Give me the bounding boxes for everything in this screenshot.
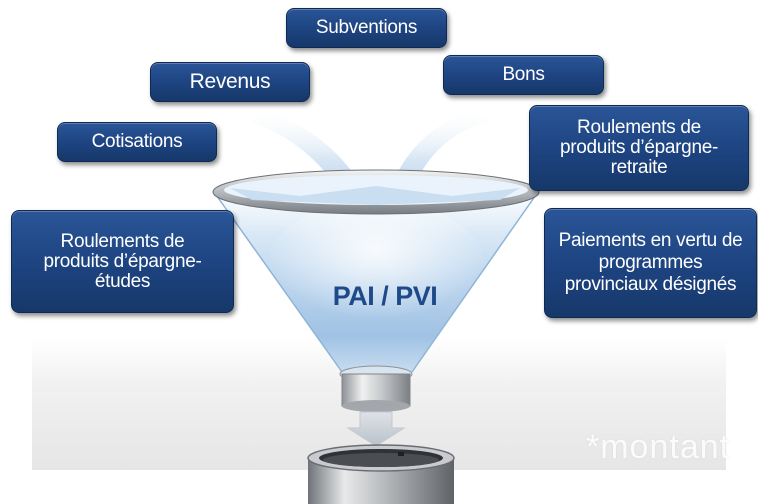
funnel-center-label: PAI / PVI [332,281,438,311]
label-text: Revenus [189,70,271,93]
down-arrow-icon [346,411,406,447]
label-box-roulements-etudes: Roulements de produits d’épargne- études [11,210,234,313]
label-text: Roulements de produits d’épargne- retrai… [559,117,719,178]
label-box-cotisations: Cotisations [57,122,217,162]
watermark-text: *montant [586,428,731,466]
label-box-roulements-retraite: Roulements de produits d’épargne- retrai… [529,105,749,191]
label-text: Bons [502,64,545,85]
label-text: Roulements de produits d’épargne- études [43,230,202,292]
label-box-revenus: Revenus [150,62,310,102]
label-text: Cotisations [91,131,183,152]
label-text: Paiements en vertu de programmes provinc… [558,230,743,295]
label-box-bons: Bons [443,55,604,95]
label-text: Subventions [315,17,418,38]
funnel-liquid-surface [230,186,520,205]
label-box-subventions: Subventions [286,8,447,48]
label-box-paiements-provinciaux: Paiements en vertu de programmes provinc… [544,208,757,318]
